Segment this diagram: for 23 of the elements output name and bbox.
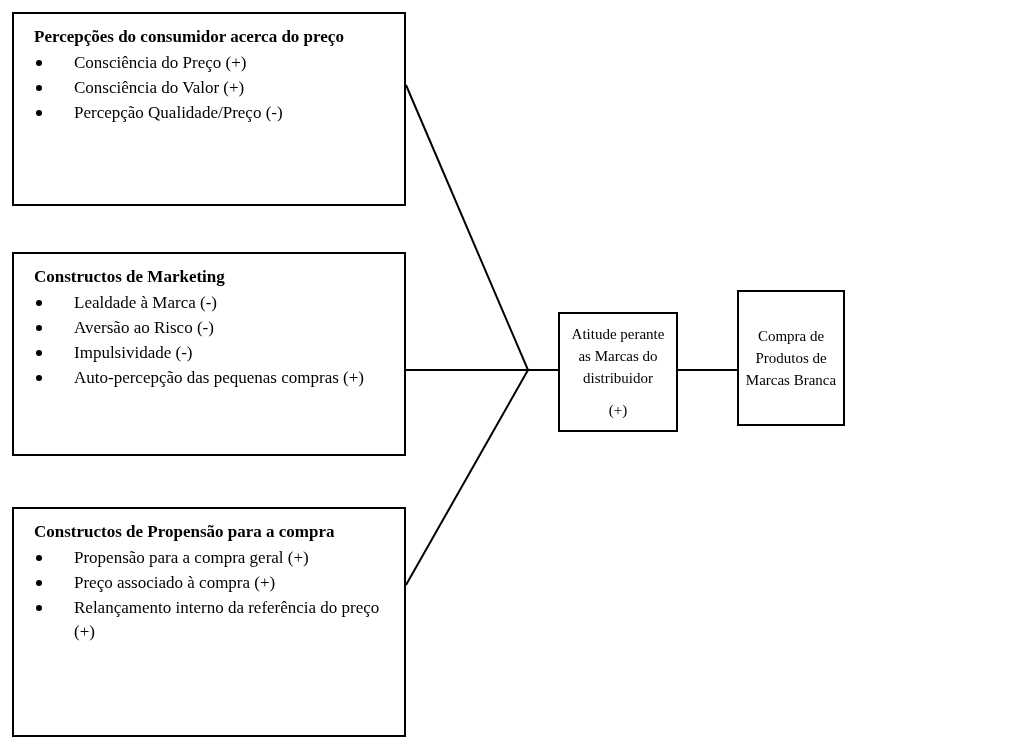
connector-line: [405, 369, 559, 586]
bullet-text: Relançamento interno da referência do preço (+): [74, 598, 380, 641]
list-box: [12, 507, 406, 737]
bullet-text: Preço associado à compra (+): [74, 573, 276, 592]
box-heading: Percepções do consumidor acerca do preço: [34, 26, 345, 47]
bullet-text: Propensão para a compra geral (+): [74, 548, 309, 567]
process-box: [558, 312, 678, 432]
list-box: [12, 12, 406, 206]
bullet-text: Impulsividade (-): [74, 343, 193, 362]
bullet-text: Aversão ao Risco (-): [74, 318, 214, 337]
bullet-text: Lealdade à Marca (-): [74, 293, 217, 312]
box-text: Atitude perante as Marcas do distribuidor: [570, 325, 666, 388]
box-text: Compra de Produtos de Marcas Branca: [745, 327, 837, 390]
bullet-text: Consciência do Valor (+): [74, 78, 245, 97]
process-box: [737, 290, 845, 426]
connector-line: [677, 369, 738, 371]
list-box: [12, 252, 406, 456]
box-heading: Constructos de Propensão para a compra: [34, 521, 336, 542]
bullet-text: Auto-percepção das pequenas compras (+): [74, 368, 364, 387]
bullet-text: Consciência do Preço (+): [74, 53, 247, 72]
bullet-text: Percepção Qualidade/Preço (-): [74, 103, 283, 122]
box-text: (+): [608, 401, 628, 420]
box-heading: Constructos de Marketing: [34, 266, 226, 287]
